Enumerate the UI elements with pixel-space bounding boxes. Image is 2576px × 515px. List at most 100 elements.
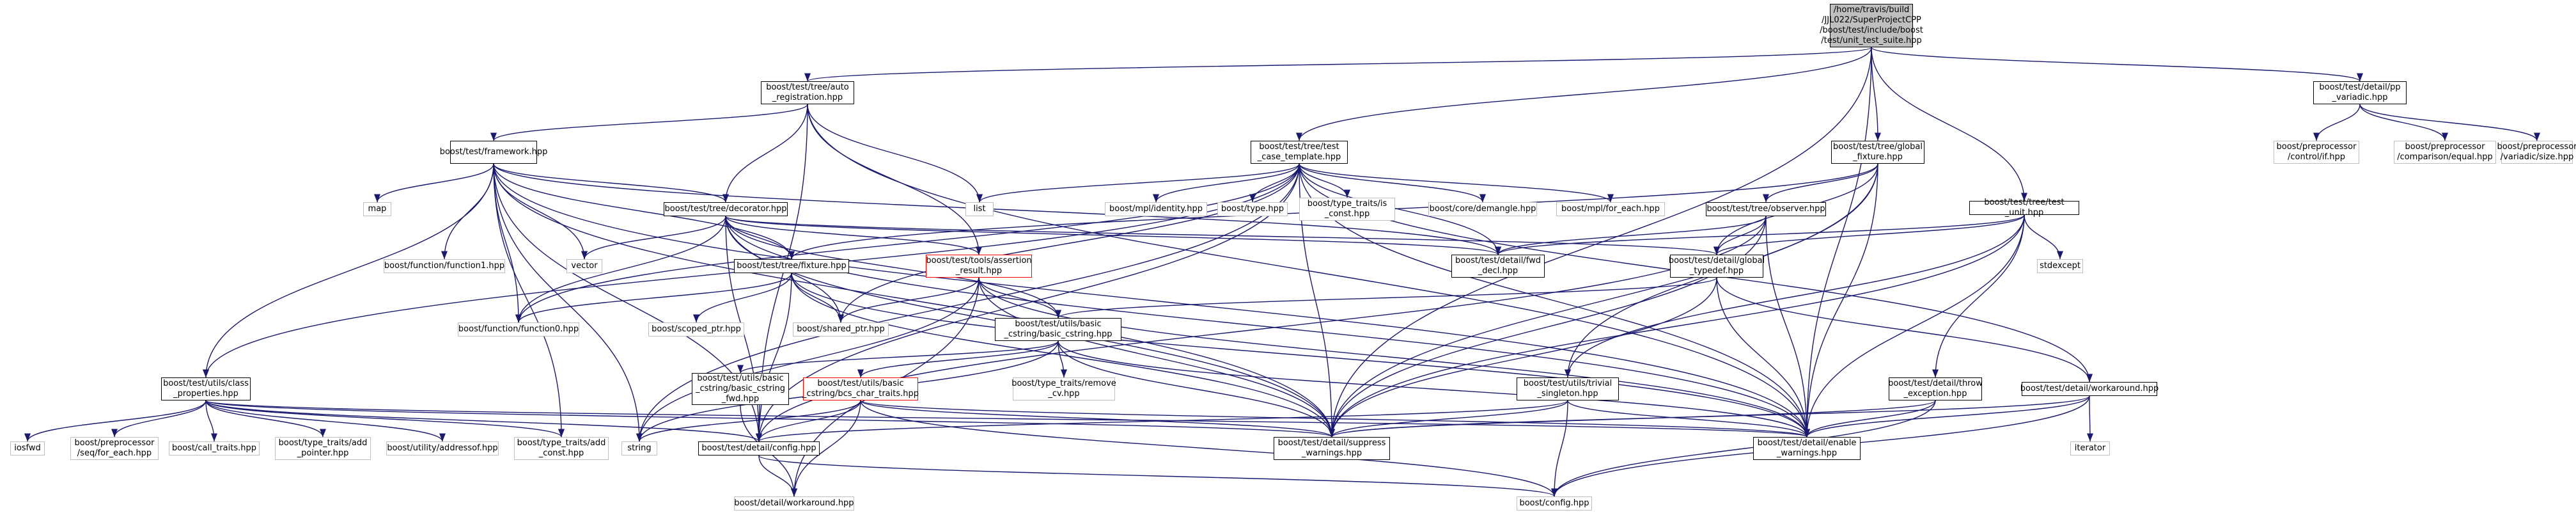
- node-decorator[interactable]: boost/test/tree/decorator.hpp: [664, 202, 788, 216]
- edge-bcs_char_traits-to-suppress_warnings: [860, 400, 1335, 438]
- edge-test_unit-to-string: [493, 163, 643, 442]
- edge-test_case_template-to-fwd_decl: [1299, 163, 1501, 255]
- edge-test_case_template-to-test_config: [756, 163, 1300, 442]
- node-throw-exception[interactable]: boost/test/detail/throw _exception.hpp: [1888, 377, 1983, 400]
- node-enable-warnings[interactable]: boost/test/detail/enable _warnings.hpp: [1753, 437, 1861, 460]
- edge-test_case_template-to-list: [976, 163, 1300, 203]
- edge-basic_cstring-to-basic_cstring_fwd: [737, 340, 1059, 374]
- node-basic-cstring-fwd[interactable]: boost/test/utils/basic _cstring/basic_cs…: [692, 373, 789, 405]
- node-basic-cstring[interactable]: boost/test/utils/basic _cstring/basic_cs…: [995, 318, 1121, 341]
- edge-global_typedef-to-suppress_warnings: [1329, 277, 1717, 438]
- edge-decorator-to-fixture: [725, 216, 795, 260]
- node-observer[interactable]: boost/test/tree/observer.hpp: [1706, 202, 1826, 216]
- edge-test_unit-to-map: [374, 163, 494, 203]
- edge-test_case_template-to-is_const: [1299, 163, 1351, 198]
- edge-pp_variadic-to-pp_variadic_size: [2359, 104, 2540, 141]
- node-auto-registration[interactable]: boost/test/tree/auto _registration.hpp: [761, 81, 854, 104]
- edge-framework-to-enable_warnings: [1803, 214, 2025, 438]
- edge-workaround_test-to-iterator: [2086, 395, 2094, 442]
- edge-test_unit-to-class_properties: [202, 163, 494, 378]
- edge-test_case_template-to-function0: [515, 163, 1300, 323]
- edge-global_fixture-to-enable_warnings: [1803, 163, 1878, 438]
- node-fwd-decl[interactable]: boost/test/detail/fwd _decl.hpp: [1451, 255, 1545, 278]
- edge-basic_cstring-to-suppress_warnings: [1058, 340, 1335, 438]
- edge-class_properties-to-call_traits: [205, 400, 218, 442]
- node-assertion-result[interactable]: boost/test/tools/assertion _result.hpp: [926, 255, 1032, 278]
- node-mpl-for-each: boost/mpl/for_each.hpp: [1556, 202, 1665, 216]
- edge-test_unit-to-vector: [493, 163, 588, 260]
- edge-root-to-auto_reg: [804, 47, 1872, 82]
- edge-fixture-to-suppress_warnings: [791, 273, 1335, 438]
- edge-root-to-suppress_warnings: [1328, 47, 1872, 438]
- edge-bcs_char_traits-to-detail_workaround: [790, 400, 861, 497]
- edge-trivial_singleton-to-test_config: [756, 400, 1568, 442]
- edge-test_case_template-to-demangle: [1299, 163, 1486, 203]
- node-class-properties[interactable]: boost/test/utils/class _properties.hpp: [161, 377, 251, 400]
- node-trivial-singleton[interactable]: boost/test/utils/trivial _singleton.hpp: [1517, 377, 1619, 400]
- edge-test_unit-to-fwd_decl: [493, 163, 1501, 255]
- node-test-detail-config[interactable]: boost/test/detail/config.hpp: [698, 441, 820, 456]
- edge-assertion_result-to-enable_warnings: [978, 277, 1810, 438]
- edge-class_properties-to-test_config: [205, 400, 762, 442]
- edge-pp_variadic-to-pp_control_if: [2313, 104, 2361, 141]
- edge-test_case_template-to-mpl_for_each: [1299, 163, 1614, 203]
- node-shared-ptr: boost/shared_ptr.hpp: [793, 322, 889, 337]
- node-list: list: [965, 202, 994, 216]
- edge-trivial_singleton-to-suppress_warnings: [1329, 400, 1568, 438]
- edge-root-to-enable_warnings: [1803, 47, 1872, 438]
- edge-throw_exception-to-enable_warnings: [1804, 400, 1936, 438]
- edge-class_properties-to-enable_warnings: [205, 400, 1809, 438]
- node-addressof: boost/utility/addressof.hpp: [386, 441, 499, 456]
- edge-bcs_char_traits-to-boost_config: [860, 400, 1557, 497]
- node-stdexcept: stdexcept: [2037, 259, 2083, 273]
- edge-basic_cstring-to-remove_cv: [1058, 340, 1068, 378]
- edge-observer-to-enable_warnings: [1765, 216, 1811, 438]
- edge-decorator-to-vector: [581, 216, 726, 260]
- edge-test_config-to-detail_workaround: [758, 455, 798, 497]
- edge-decorator-to-function0: [515, 216, 726, 323]
- edge-assertion_result-to-suppress_warnings: [978, 277, 1335, 438]
- node-framework[interactable]: boost/test/tree/test _unit.hpp: [1969, 198, 2079, 218]
- node-pp-variadic[interactable]: boost/test/detail/pp _variadic.hpp: [2313, 81, 2407, 104]
- node-fixture[interactable]: boost/test/tree/fixture.hpp: [734, 259, 849, 273]
- edge-framework-to-global_typedef: [1713, 214, 2025, 255]
- edge-global_typedef-to-workaround_test: [1716, 277, 2093, 383]
- node-core-demangle: boost/core/demangle.hpp: [1428, 202, 1537, 216]
- edge-test_case_template-to-shared_ptr: [838, 163, 1300, 323]
- node-pp-control-if: boost/preprocessor /control/if.hpp: [2274, 141, 2359, 164]
- edge-auto_reg-to-test_unit: [490, 104, 808, 141]
- edge-bcs_char_traits-to-enable_warnings: [860, 400, 1810, 438]
- node-boost-config: boost/config.hpp: [1517, 496, 1592, 511]
- edge-auto_reg-to-list: [807, 104, 983, 203]
- edge-class_properties-to-iosfwd: [24, 400, 207, 442]
- node-test-detail-workaround[interactable]: boost/test/detail/workaround.hpp: [2020, 382, 2158, 396]
- edge-observer-to-suppress_warnings: [1329, 216, 1767, 438]
- edge-assertion_result-to-string: [636, 277, 980, 442]
- edge-observer-to-fwd_decl: [1495, 216, 1767, 255]
- node-test-unit[interactable]: boost/test/framework.hpp: [440, 141, 547, 164]
- edge-class_properties-to-suppress_warnings: [205, 400, 1335, 438]
- node-string: string: [621, 441, 657, 456]
- edge-framework-to-stdexcept: [2024, 214, 2064, 260]
- edge-decorator-to-assertion_result: [725, 216, 982, 255]
- edge-basic_cstring-to-enable_warnings: [1058, 340, 1810, 438]
- node-function1: boost/function/function1.hpp: [384, 259, 505, 273]
- node-boost-type: boost/type.hpp: [1217, 202, 1288, 216]
- edge-fixture-to-enable_warnings: [791, 273, 1810, 438]
- edge-root-to-framework: [1871, 47, 2028, 202]
- edge-auto_reg-to-enable_warnings: [807, 104, 1810, 438]
- edge-trivial_singleton-to-boost_config: [1550, 400, 1568, 497]
- edge-pp_variadic-to-pp_equal: [2359, 104, 2448, 141]
- node-test-case-template[interactable]: boost/test/tree/test _case_template.hpp: [1251, 141, 1348, 164]
- node-is-const: boost/type_traits/is _const.hpp: [1299, 198, 1395, 221]
- node-global-fixture[interactable]: boost/test/tree/global _fixture.hpp: [1831, 141, 1924, 164]
- node-global-typedef[interactable]: boost/test/detail/global _typedef.hpp: [1669, 255, 1765, 278]
- node-mpl-identity: boost/mpl/identity.hpp: [1105, 202, 1207, 216]
- edge-test_config-to-boost_config: [758, 455, 1557, 497]
- edge-workaround_test-to-enable_warnings: [1804, 395, 2090, 438]
- node-bcs-char-traits[interactable]: boost/test/utils/basic _cstring/bcs_char…: [802, 377, 919, 400]
- node-suppress-warnings[interactable]: boost/test/detail/suppress _warnings.hpp: [1274, 437, 1390, 460]
- edge-test_unit-to-decorator: [493, 163, 729, 203]
- edge-trivial_singleton-to-enable_warnings: [1567, 400, 1810, 438]
